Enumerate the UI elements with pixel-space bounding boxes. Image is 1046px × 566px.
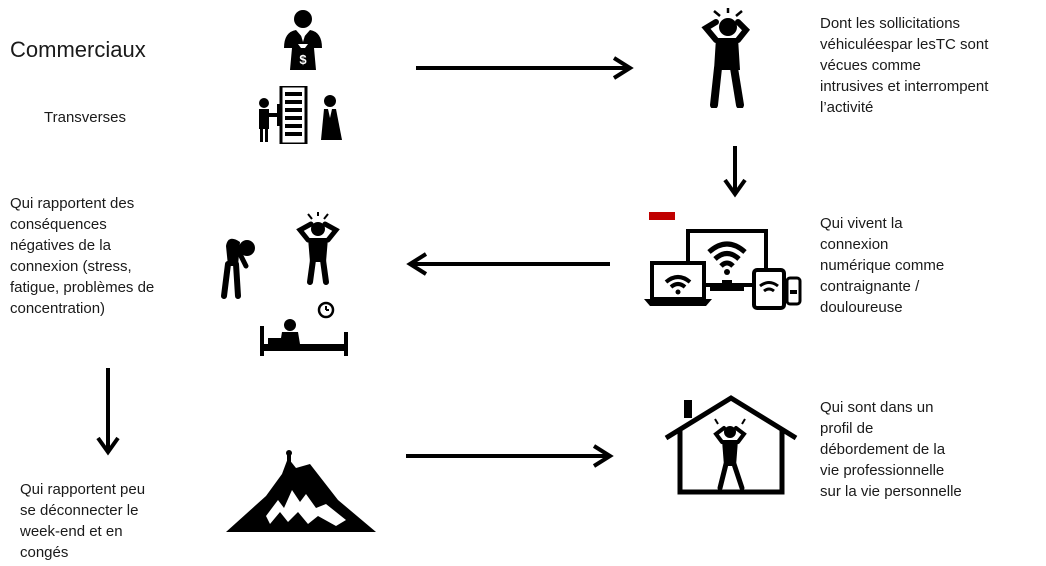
- arrow-right-top: [416, 56, 638, 80]
- arrow-right-bottom: [406, 444, 616, 468]
- transverses-label: Transverses: [44, 107, 126, 128]
- stressed-person-at-home-icon: [664, 394, 798, 496]
- connected-devices-icon: [644, 210, 804, 314]
- svg-text:$: $: [299, 52, 307, 67]
- connexion-contraignante-label: Qui vivent la connexion numérique comme …: [820, 213, 944, 318]
- stressed-person-icon: [700, 8, 758, 108]
- arrow-down-left: [95, 368, 121, 456]
- deconnecter-label: Qui rapportent peu se déconnecter le wee…: [20, 479, 145, 563]
- consequences-label: Qui rapportent des conséquences négative…: [10, 193, 154, 319]
- mountain-climber-icon: [226, 450, 376, 534]
- arrow-left-middle: [404, 252, 612, 276]
- office-workers-icon: [254, 86, 354, 144]
- commerciaux-label: Commerciaux: [10, 37, 146, 63]
- fatigue-stress-insomnia-icon: [218, 212, 356, 362]
- sollicitations-label: Dont les sollicitations véhiculéespar le…: [820, 13, 988, 118]
- businessman-money-bag-icon: $: [278, 8, 328, 74]
- debordement-label: Qui sont dans un profil de débordement d…: [820, 397, 962, 502]
- arrow-down-right: [722, 146, 748, 198]
